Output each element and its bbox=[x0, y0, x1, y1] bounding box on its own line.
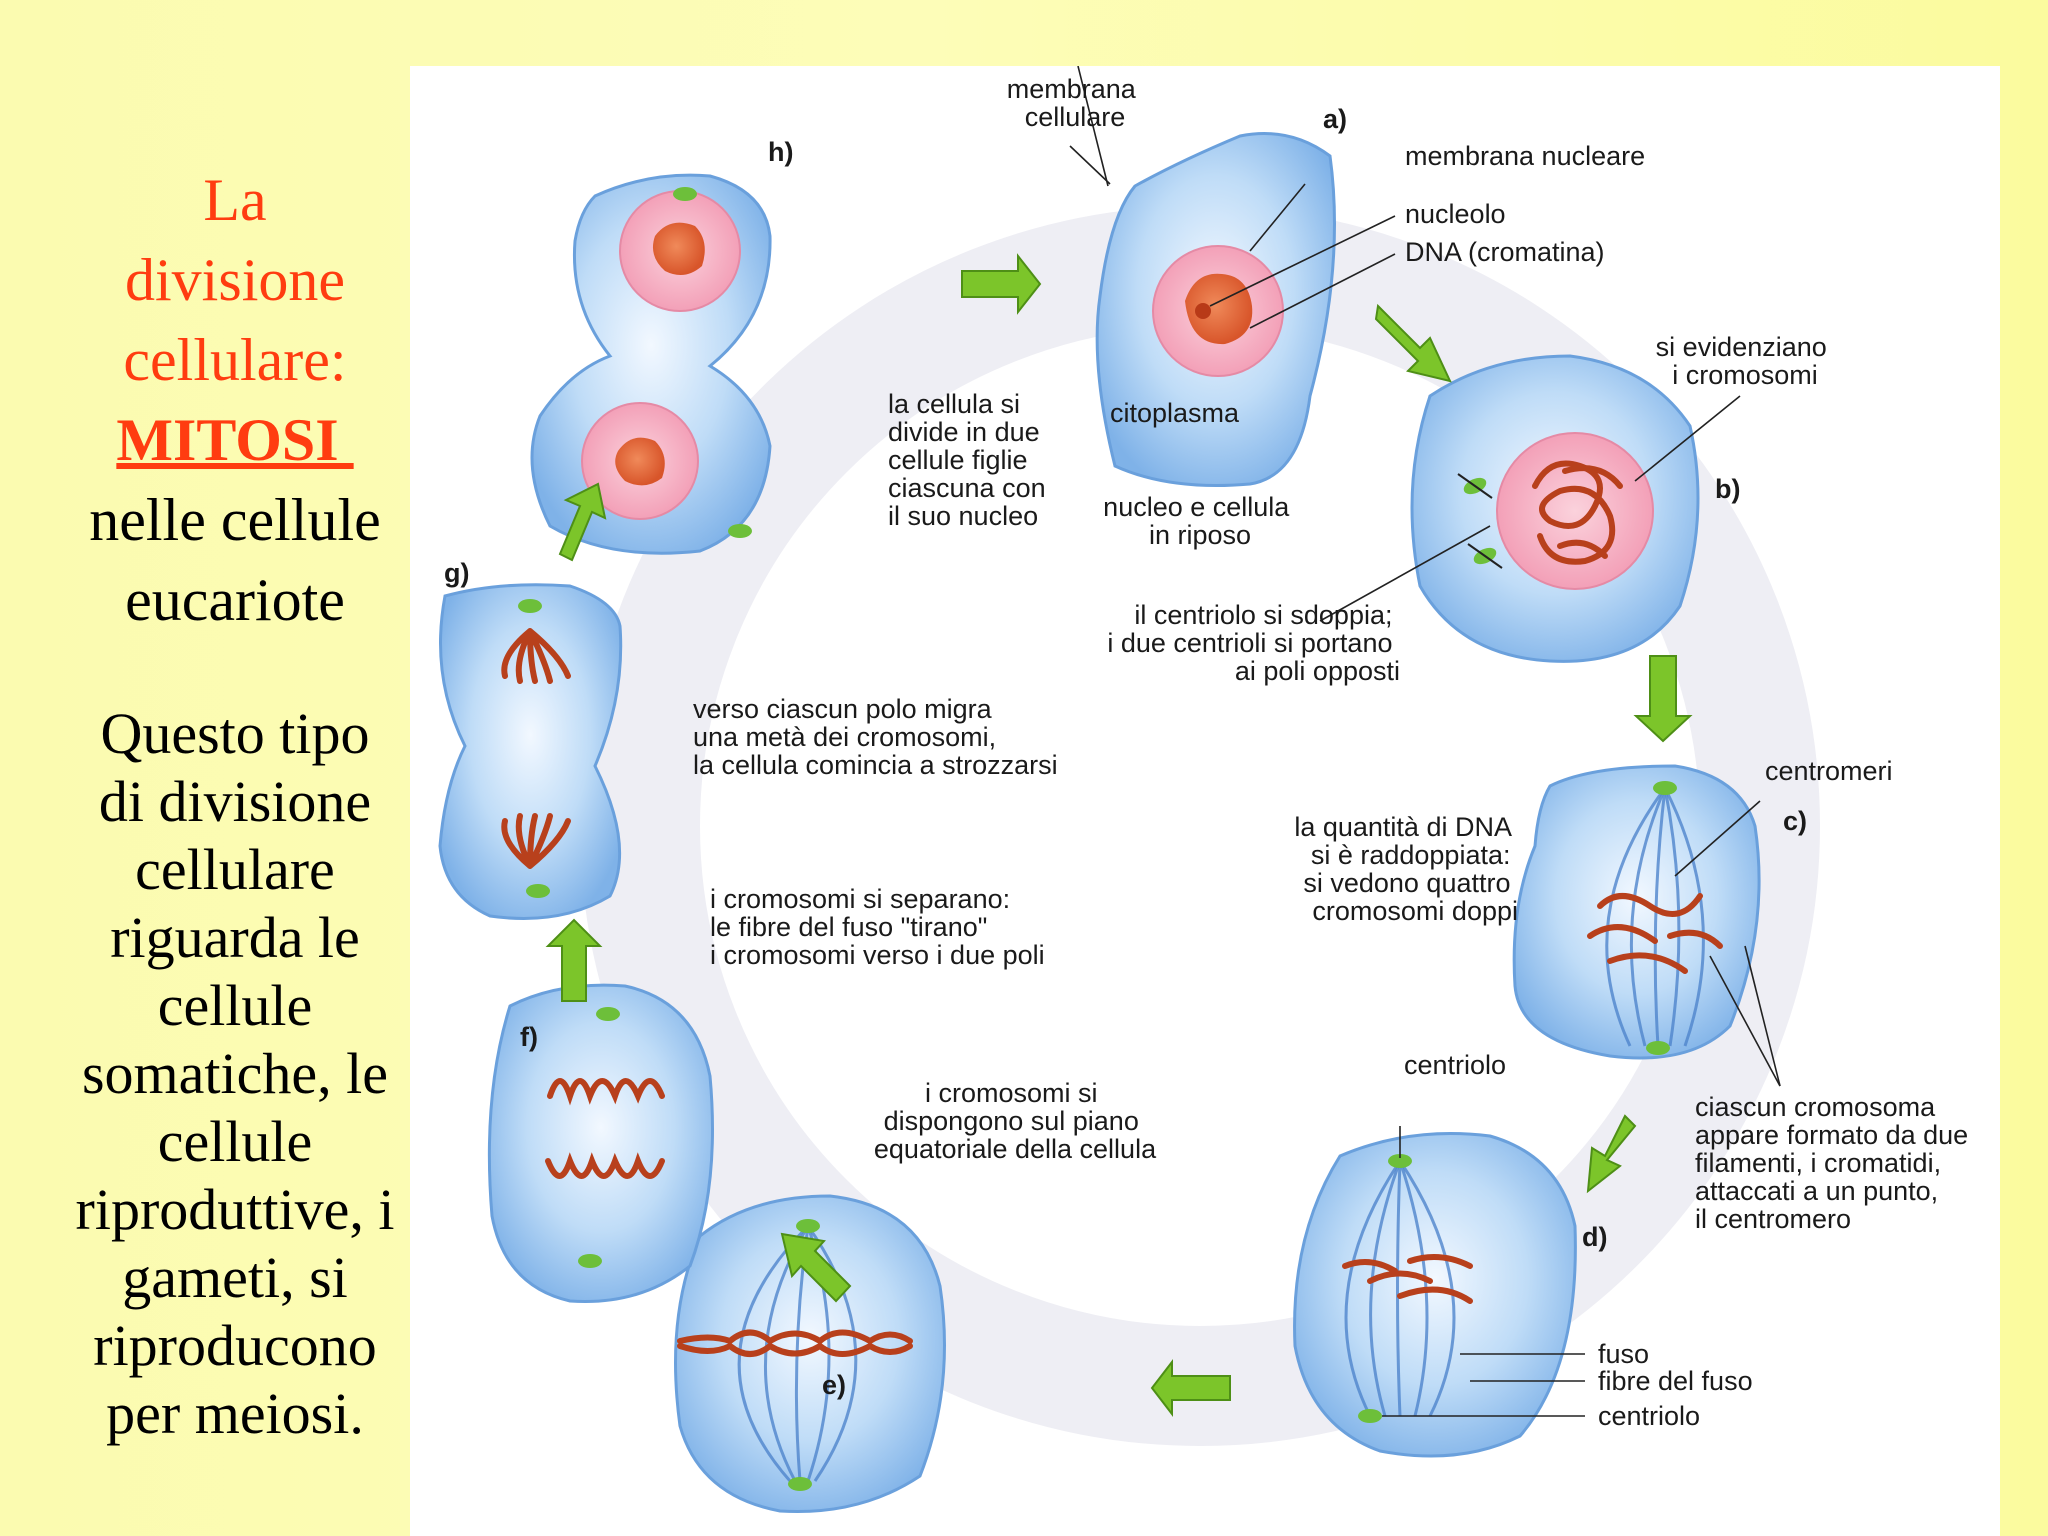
centriole-icon bbox=[578, 1254, 602, 1268]
cell-g bbox=[438, 583, 623, 920]
chromosome bbox=[677, 1329, 913, 1345]
subtitle-line-2: eucariote bbox=[125, 567, 345, 633]
mitosis-cycle-figure: a) b) c) d) e) f) g) h) membrana cellula… bbox=[410, 66, 2000, 1536]
description-line: Questo tipo bbox=[100, 701, 370, 766]
label-piano-equatoriale: i cromosomi si dispongono sul piano equa… bbox=[874, 1078, 1157, 1164]
description-line: riproducono bbox=[93, 1313, 377, 1378]
cell-e bbox=[674, 1194, 946, 1514]
chromatin bbox=[615, 437, 665, 486]
description-line: di divisione bbox=[98, 769, 372, 834]
stage-label-c: c) bbox=[1783, 806, 1807, 836]
slide-title: La divisione cellulare: MITOSI nelle cel… bbox=[0, 160, 470, 640]
cell-c bbox=[1512, 764, 1761, 1060]
cell-membrane bbox=[1512, 764, 1761, 1060]
centriole-icon bbox=[596, 1007, 620, 1021]
label-quantita-dna: la quantità di DNA si è raddoppiata: si … bbox=[1294, 812, 1518, 926]
description-line: cellule bbox=[157, 1109, 313, 1174]
description-line: per meiosi. bbox=[106, 1381, 364, 1446]
arrow-h-to-a-icon bbox=[961, 253, 1042, 315]
stage-label-e: e) bbox=[822, 1370, 846, 1400]
leader-lines bbox=[1069, 66, 1781, 1417]
stage-label-a: a) bbox=[1323, 104, 1347, 134]
description-line: somatiche, le bbox=[81, 1041, 388, 1106]
centriole-icon bbox=[788, 1477, 812, 1491]
centriole-icon bbox=[1646, 1041, 1670, 1055]
centriole-icon bbox=[1653, 781, 1677, 795]
description-line: cellulare bbox=[135, 837, 335, 902]
chromosome bbox=[677, 1342, 913, 1357]
cell-membrane bbox=[1293, 1132, 1577, 1458]
stage-label-g: g) bbox=[444, 558, 469, 588]
centriole-icon bbox=[673, 187, 697, 201]
cell-d bbox=[1293, 1132, 1577, 1458]
nucleolus bbox=[1195, 303, 1211, 319]
chromatin bbox=[1185, 273, 1253, 345]
label-citoplasma: citoplasma bbox=[1110, 398, 1240, 428]
chromatin bbox=[652, 222, 705, 275]
centriole-icon bbox=[1388, 1154, 1412, 1168]
subtitle-line-1: nelle cellule bbox=[89, 487, 381, 553]
centriole-icon bbox=[1358, 1409, 1382, 1423]
chromosome bbox=[545, 1152, 665, 1179]
title-line-3: cellulare: bbox=[123, 327, 347, 393]
chromosome bbox=[547, 1078, 665, 1106]
stage-label-h: h) bbox=[768, 137, 793, 167]
arrow-e-to-f-icon bbox=[780, 1232, 852, 1303]
label-si-separano: i cromosomi si separano: le fibre del fu… bbox=[710, 884, 1045, 970]
arrow-d-to-e-icon bbox=[1150, 1359, 1231, 1417]
description-line: gameti, si bbox=[122, 1245, 348, 1310]
cell-f bbox=[487, 983, 714, 1304]
chromosome bbox=[501, 628, 571, 684]
cell-a bbox=[1095, 132, 1336, 487]
label-centromeri: centromeri bbox=[1765, 756, 1893, 786]
arrow-a-to-b-icon bbox=[1374, 303, 1452, 383]
centriole-icon bbox=[796, 1219, 820, 1233]
arrow-c-to-d-icon bbox=[1586, 1114, 1637, 1194]
label-centriolo-sdoppia: il centriolo si sdoppia; i due centrioli… bbox=[1107, 600, 1400, 686]
centriole-icon bbox=[728, 524, 752, 538]
title-line-2: divisione bbox=[125, 247, 345, 313]
stage-label-b: b) bbox=[1715, 474, 1740, 504]
centriole-icon bbox=[518, 599, 542, 613]
chromosome bbox=[1587, 893, 1723, 974]
chromosome bbox=[501, 813, 571, 869]
arrow-b-to-c-icon bbox=[1633, 655, 1693, 743]
label-cellula-divide: la cellula si divide in due cellule figl… bbox=[888, 389, 1053, 531]
label-dna-cromatina: DNA (cromatina) bbox=[1405, 237, 1605, 267]
chromosome bbox=[1557, 465, 1623, 559]
centriole-icon bbox=[526, 884, 550, 898]
slide-description: Questo tipo di divisione cellulare rigua… bbox=[0, 700, 470, 1448]
cell-membrane bbox=[438, 583, 623, 920]
label-nucleo-riposo: nucleo e cellula in riposo bbox=[1103, 492, 1297, 550]
label-fuso: fuso bbox=[1598, 1339, 1649, 1369]
title-emphasis-mitosi: MITOSI bbox=[116, 407, 354, 473]
label-polo-migra: verso ciascun polo migra una metà dei cr… bbox=[693, 694, 1058, 780]
mitosis-diagram: a) b) c) d) e) f) g) h) membrana cellula… bbox=[438, 66, 1976, 1514]
spindle bbox=[1605, 787, 1705, 1047]
label-fibre-fuso: fibre del fuso bbox=[1598, 1366, 1753, 1396]
description-line: riproduttive, i bbox=[75, 1177, 395, 1242]
stage-label-f: f) bbox=[520, 1022, 538, 1052]
arrow-f-to-g-icon bbox=[545, 918, 603, 1002]
centriole-icon bbox=[1457, 473, 1493, 499]
slide-text-panel: La divisione cellulare: MITOSI nelle cel… bbox=[0, 0, 410, 1536]
stage-label-d: d) bbox=[1582, 1222, 1607, 1252]
label-ciascun-cromosoma: ciascun cromosoma appare formato da due … bbox=[1695, 1092, 1976, 1234]
title-line-1: La bbox=[203, 167, 267, 233]
label-centriolo-top: centriolo bbox=[1404, 1050, 1506, 1080]
arrow-g-to-h-icon bbox=[558, 482, 607, 562]
label-centriolo-bottom: centriolo bbox=[1598, 1401, 1700, 1431]
label-membrana-cellulare: membrana cellulare bbox=[1007, 74, 1144, 132]
cell-h bbox=[530, 173, 772, 555]
label-nucleolo: nucleolo bbox=[1405, 199, 1506, 229]
description-line: riguarda le bbox=[110, 905, 360, 970]
label-membrana-nucleare: membrana nucleare bbox=[1405, 141, 1645, 171]
label-si-evidenziano: si evidenziano i cromosomi bbox=[1656, 332, 1835, 390]
cell-b bbox=[1410, 354, 1700, 663]
centriole-icon bbox=[1467, 543, 1503, 569]
description-line: cellule bbox=[157, 973, 313, 1038]
cell-membrane bbox=[487, 983, 714, 1304]
nucleus bbox=[1496, 432, 1654, 590]
chromosome bbox=[1342, 1254, 1473, 1304]
